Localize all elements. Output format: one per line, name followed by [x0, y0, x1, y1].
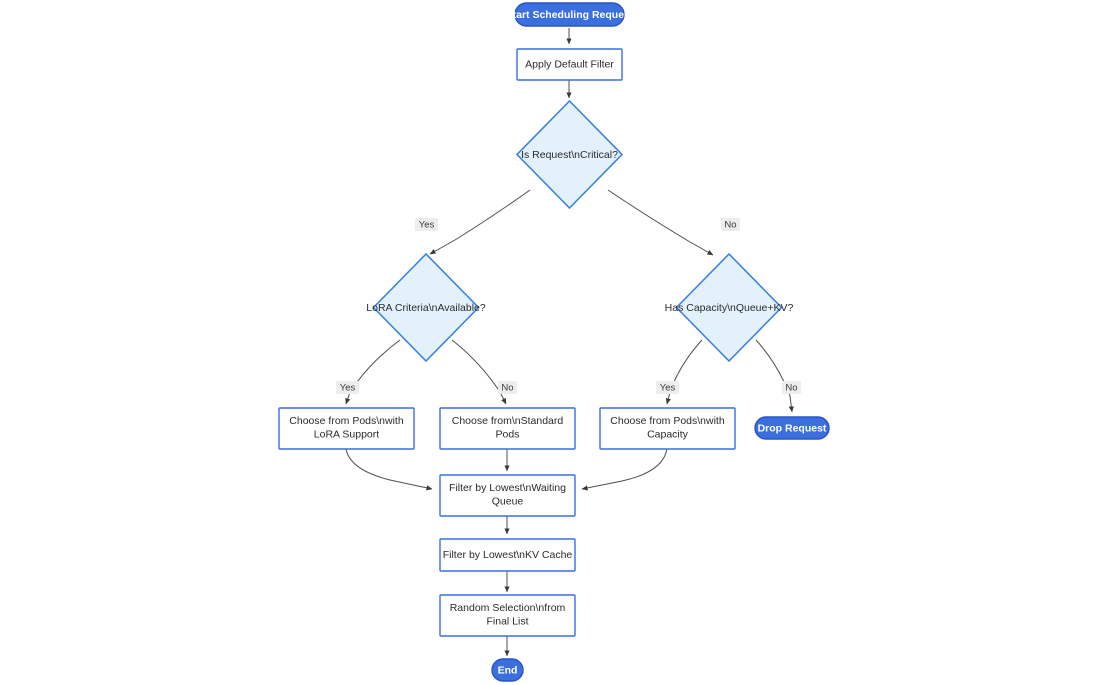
edge-label-layer: Yes No Yes No Yes No	[336, 218, 801, 394]
edge-layer	[345, 28, 794, 657]
node-filter-by-lowest-kv-cache[interactable]: Filter by Lowest\nKV Cache	[439, 538, 576, 572]
node-end-label: End	[498, 664, 518, 676]
node-lora-criteria-available[interactable]: LoRA Criteria\nAvailable?	[366, 252, 486, 363]
node-is-request-critical[interactable]: Is Request\nCritical?	[515, 99, 624, 210]
node-layer: Start Scheduling Request Apply Default F…	[278, 2, 830, 682]
node-choose-lora-label-line2: LoRA Support	[314, 428, 379, 440]
node-has-capacity-queue-kv-shape[interactable]	[675, 252, 783, 363]
node-choose-standard-shape[interactable]	[439, 407, 576, 450]
node-choose-capacity-label-line1: Choose from Pods\nwith	[610, 415, 725, 427]
node-random-selection-label-line2: Final List	[486, 615, 528, 627]
node-is-request-critical-label: Is Request\nCritical?	[521, 149, 618, 161]
edge-label-lora-no: No	[498, 381, 517, 394]
node-choose-standard-label-line2: Pods	[496, 428, 520, 440]
edge-label-capacity-yes-text: Yes	[660, 383, 676, 394]
node-choose-lora-shape[interactable]	[278, 407, 415, 450]
node-choose-lora-label-line1: Choose from Pods\nwith	[289, 415, 404, 427]
node-choose-from-pods-with-capacity[interactable]: Choose from Pods\nwith Capacity	[599, 407, 736, 450]
edge-has-capacity-to-choose-capacity	[665, 339, 703, 405]
edge-lora-criteria-to-choose-standard	[451, 339, 507, 405]
edge-lora-criteria-to-choose-lora	[345, 339, 401, 405]
edge-choose-lora-to-filter-queue	[345, 448, 433, 491]
node-lora-criteria-available-label: LoRA Criteria\nAvailable?	[366, 302, 486, 314]
edge-label-critical-yes-text: Yes	[419, 220, 435, 231]
node-filter-queue-label-line2: Queue	[492, 495, 524, 507]
node-choose-capacity-shape[interactable]	[599, 407, 736, 450]
node-filter-by-lowest-waiting-queue[interactable]: Filter by Lowest\nWaiting Queue	[439, 474, 576, 517]
node-end-shape[interactable]	[491, 658, 524, 682]
edge-label-lora-yes: Yes	[336, 381, 359, 394]
node-random-selection-from-final-list[interactable]: Random Selection\nfrom Final List	[439, 594, 576, 637]
edge-label-capacity-no-text: No	[785, 383, 797, 394]
node-choose-from-standard-pods[interactable]: Choose from\nStandard Pods	[439, 407, 576, 450]
node-filter-queue-shape[interactable]	[439, 474, 576, 517]
edge-label-critical-no: No	[721, 218, 740, 231]
edge-choose-capacity-to-filter-queue	[581, 448, 668, 491]
node-random-selection-label-line1: Random Selection\nfrom	[450, 602, 566, 614]
edge-label-lora-no-text: No	[501, 383, 513, 394]
edge-label-critical-yes: Yes	[415, 218, 438, 231]
node-lora-criteria-available-shape[interactable]	[372, 252, 480, 363]
node-choose-from-pods-with-lora-support[interactable]: Choose from Pods\nwith LoRA Support	[278, 407, 415, 450]
edge-label-capacity-no: No	[782, 381, 801, 394]
node-has-capacity-queue-kv[interactable]: Has Capacity\nQueue+KV?	[665, 252, 794, 363]
edge-has-capacity-to-drop-request	[755, 339, 794, 413]
node-filter-kv-shape[interactable]	[439, 538, 576, 572]
node-drop-request-label: Drop Request	[758, 422, 827, 434]
node-apply-default-filter-label: Apply Default Filter	[525, 58, 614, 70]
node-choose-capacity-label-line2: Capacity	[647, 428, 689, 440]
edge-is-critical-to-has-capacity	[607, 189, 714, 256]
edge-is-critical-to-lora-criteria	[429, 189, 531, 255]
node-apply-default-filter-shape[interactable]	[516, 48, 623, 81]
node-end[interactable]: End	[491, 658, 524, 682]
edge-label-capacity-yes: Yes	[656, 381, 679, 394]
node-random-selection-shape[interactable]	[439, 594, 576, 637]
node-start-scheduling-request[interactable]: Start Scheduling Request	[506, 2, 634, 27]
node-drop-request[interactable]: Drop Request	[754, 416, 830, 440]
node-start-shape[interactable]	[514, 2, 625, 27]
node-start-label: Start Scheduling Request	[506, 9, 634, 21]
node-filter-queue-label-line1: Filter by Lowest\nWaiting	[449, 482, 566, 494]
node-drop-request-shape[interactable]	[754, 416, 830, 440]
edge-label-critical-no-text: No	[724, 220, 736, 231]
node-apply-default-filter[interactable]: Apply Default Filter	[516, 48, 623, 81]
node-choose-standard-label-line1: Choose from\nStandard	[452, 415, 564, 427]
node-filter-kv-label-line1: Filter by Lowest\nKV Cache	[443, 549, 573, 561]
node-is-request-critical-shape[interactable]	[515, 99, 624, 210]
edge-label-lora-yes-text: Yes	[340, 383, 356, 394]
node-has-capacity-queue-kv-label: Has Capacity\nQueue+KV?	[665, 302, 794, 314]
